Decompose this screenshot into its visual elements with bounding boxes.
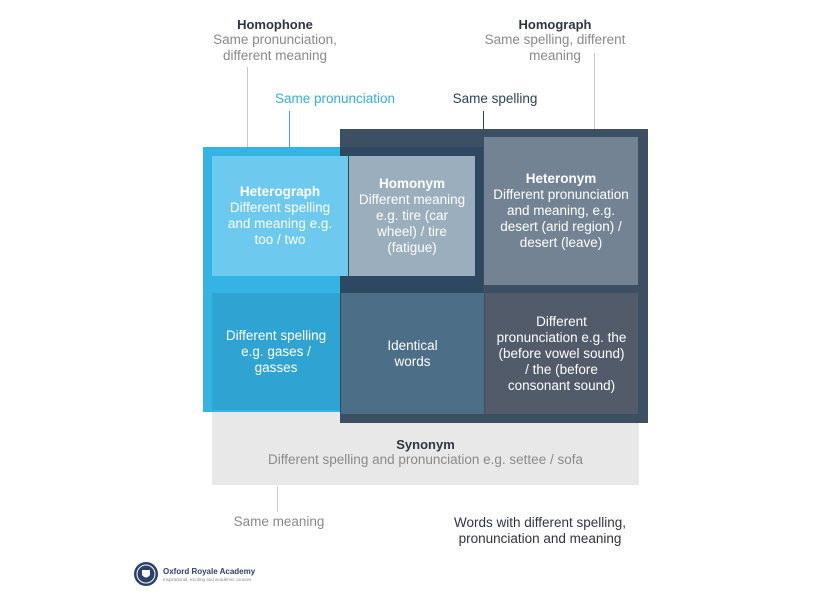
logo-name: Oxford Royale Academy [163,567,256,576]
different-spelling-cell: Different spelling e.g. gases / gasses [212,293,340,410]
homonym-body: Different meaning e.g. tire (car wheel) … [358,192,466,255]
identical-words-body: Identical words [387,337,438,369]
homograph-title: Homograph [518,17,592,32]
identical-words-cell: Identical words [341,293,484,414]
oxford-royale-logo: Oxford Royale Academy Inspirational, exc… [133,561,293,587]
homograph-description: Same spelling, different meaning [484,32,626,63]
same-pronunciation-connector [289,111,290,147]
homophone-label: Homophone Same pronunciation, different … [200,17,350,64]
homograph-label: Homograph Same spelling, different meani… [475,17,635,64]
different-pronunciation-cell: Different pronunciation e.g. the (before… [485,293,638,414]
same-spelling-label: Same spelling [452,91,538,106]
heterograph-body: Different spelling and meaning e.g. too … [227,200,333,247]
heterograph-title: Heterograph [239,184,321,199]
same-meaning-connector [277,486,278,512]
heterograph-cell: Heterograph Different spelling and meani… [212,156,348,276]
synonym-text: Synonym Different spelling and pronuncia… [212,437,639,468]
heteronym-cell: Heteronym Different pronunciation and me… [484,137,638,285]
logo-tagline: Inspirational, exciting and academic cou… [163,577,252,582]
heteronym-body: Different pronunciation and meaning, e.g… [493,187,629,250]
same-meaning-label: Same meaning [233,514,325,529]
homophone-description: Same pronunciation, different meaning [213,32,337,63]
homonym-cell: Homonym Different meaning e.g. tire (car… [349,156,475,276]
homophone-connector [247,67,248,157]
heteronym-title: Heteronym [525,171,597,186]
different-all-label: Words with different spelling, pronuncia… [453,515,627,546]
synonym-title: Synonym [396,437,455,452]
homonym-title: Homonym [378,176,445,191]
crest-icon [134,562,158,586]
different-pronunciation-body: Different pronunciation e.g. the (before… [496,313,627,393]
synonym-description: Different spelling and pronunciation e.g… [268,452,583,467]
different-spelling-body: Different spelling e.g. gases / gasses [225,327,327,375]
same-pronunciation-label: Same pronunciation [274,91,396,106]
homograph-connector [594,53,595,137]
same-spelling-connector [483,111,484,129]
homophone-title: Homophone [237,17,313,32]
